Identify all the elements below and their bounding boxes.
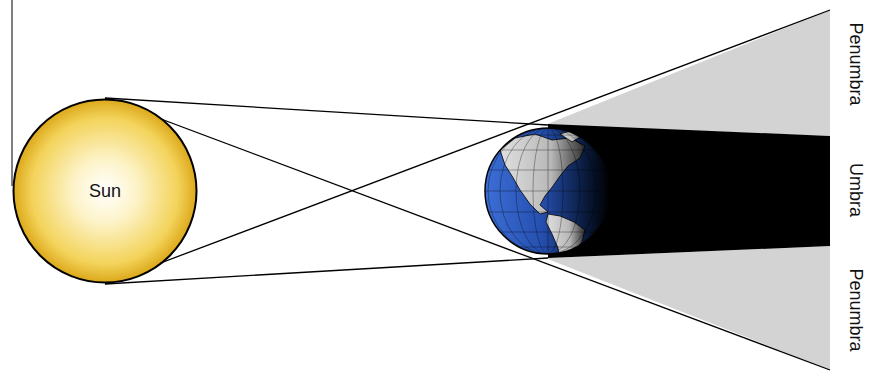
sun-circle: Sun — [12, 98, 198, 284]
edge-line — [12, 0, 13, 186]
shadow-label: Penumbra — [845, 22, 866, 105]
penumbra-region — [540, 246, 830, 370]
sun-label: Sun — [89, 181, 121, 202]
penumbra-region — [540, 10, 830, 136]
earth-globe — [480, 128, 620, 262]
ray-lines — [105, 10, 830, 370]
shadow-label: Penumbra — [845, 268, 866, 351]
shadow-label: Umbra — [845, 163, 866, 217]
